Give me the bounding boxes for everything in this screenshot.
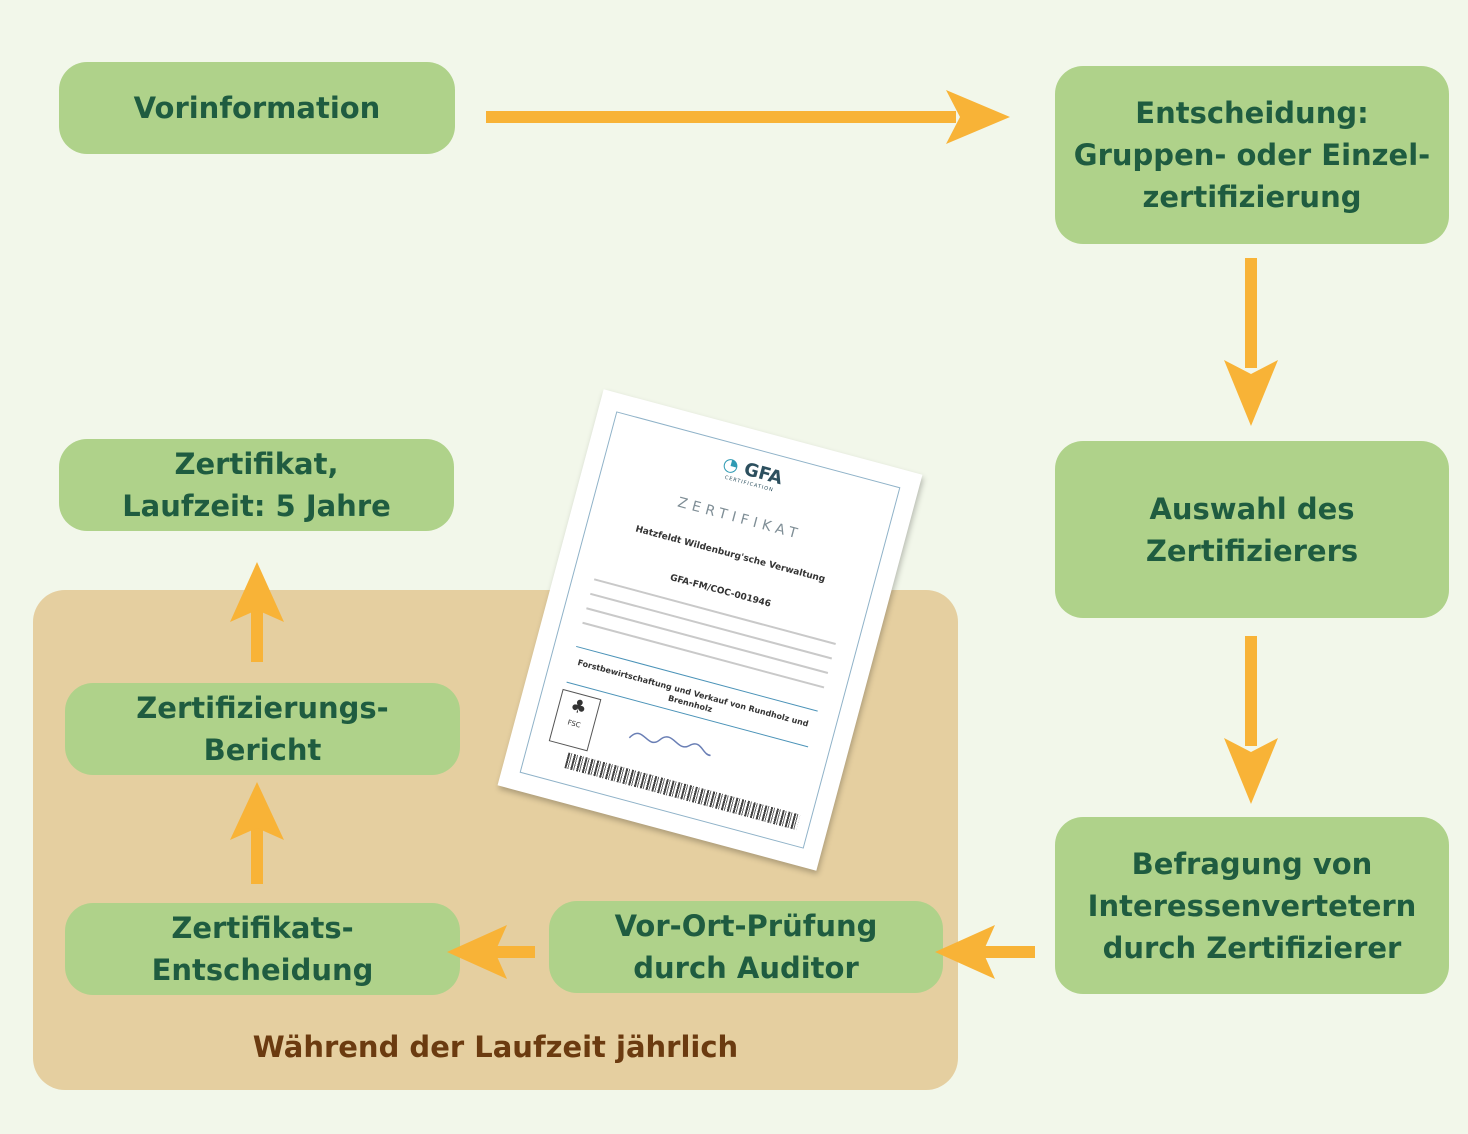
certificate-image: ◔ GFA CERTIFICATION ZERTIFIKAT Hatzfeldt… <box>497 389 923 871</box>
node-auswahl-line-2: Zertifizierers <box>1145 533 1359 568</box>
arrow-1-shaft <box>486 111 956 123</box>
arrow-3-shaft <box>1245 636 1257 746</box>
arrow-1-head <box>946 90 1010 144</box>
node-zertifizierungs-bericht: Zertifizierungs- Bericht <box>65 683 460 775</box>
node-befragung-line-1: Befragung von <box>1131 846 1373 881</box>
node-zertifikat-line-2: Laufzeit: 5 Jahre <box>122 489 391 523</box>
node-zertifizierungs-bericht-line-1: Zertifizierungs- <box>136 691 389 725</box>
node-zertifikat: Zertifikat, Laufzeit: 5 Jahre <box>59 439 454 531</box>
arrow-5-shaft <box>495 946 535 958</box>
node-vorinformation-label: Vorinformation <box>133 91 381 125</box>
node-vor-ort-pruefung: Vor-Ort-Prüfung durch Auditor <box>549 901 943 993</box>
arrow-4-shaft <box>983 946 1035 958</box>
node-entscheidung-line-1: Entscheidung: <box>1135 96 1369 130</box>
node-auswahl: Auswahl des Zertifizierers <box>1055 441 1449 618</box>
annual-label: Während der Laufzeit jährlich <box>252 1030 739 1064</box>
node-vorinformation: Vorinformation <box>59 62 455 154</box>
arrow-7-shaft <box>251 606 263 662</box>
arrow-7-head <box>230 562 284 622</box>
node-befragung-line-2: Interessenvertetern <box>1087 888 1417 923</box>
arrow-3-head <box>1224 738 1278 804</box>
arrow-6-shaft <box>251 826 263 884</box>
node-zertifikats-entscheidung-line-2: Entscheidung <box>151 953 374 987</box>
node-zertifizierungs-bericht-line-2: Bericht <box>203 733 322 767</box>
node-auswahl-line-1: Auswahl des <box>1149 491 1355 526</box>
node-entscheidung-line-3: zertifizierung <box>1142 180 1362 214</box>
node-befragung-line-3: durch Zertifizierer <box>1102 930 1402 965</box>
signature-icon <box>628 732 711 757</box>
arrow-2-shaft <box>1245 258 1257 368</box>
arrow-2-head <box>1224 360 1278 426</box>
node-befragung: Befragung von Interessenvertetern durch … <box>1055 817 1449 994</box>
node-vor-ort-line-1: Vor-Ort-Prüfung <box>614 909 878 943</box>
node-entscheidung: Entscheidung: Gruppen- oder Einzel- zert… <box>1055 66 1449 244</box>
arrow-4-head <box>935 925 995 979</box>
node-zertifikats-entscheidung: Zertifikats- Entscheidung <box>65 903 460 995</box>
arrow-5-head <box>447 925 507 979</box>
arrow-6-head <box>230 782 284 840</box>
node-zertifikat-line-1: Zertifikat, <box>174 447 339 481</box>
node-zertifikats-entscheidung-line-1: Zertifikats- <box>171 911 354 945</box>
node-entscheidung-line-2: Gruppen- oder Einzel- <box>1073 138 1431 172</box>
node-vor-ort-line-2: durch Auditor <box>633 951 859 985</box>
